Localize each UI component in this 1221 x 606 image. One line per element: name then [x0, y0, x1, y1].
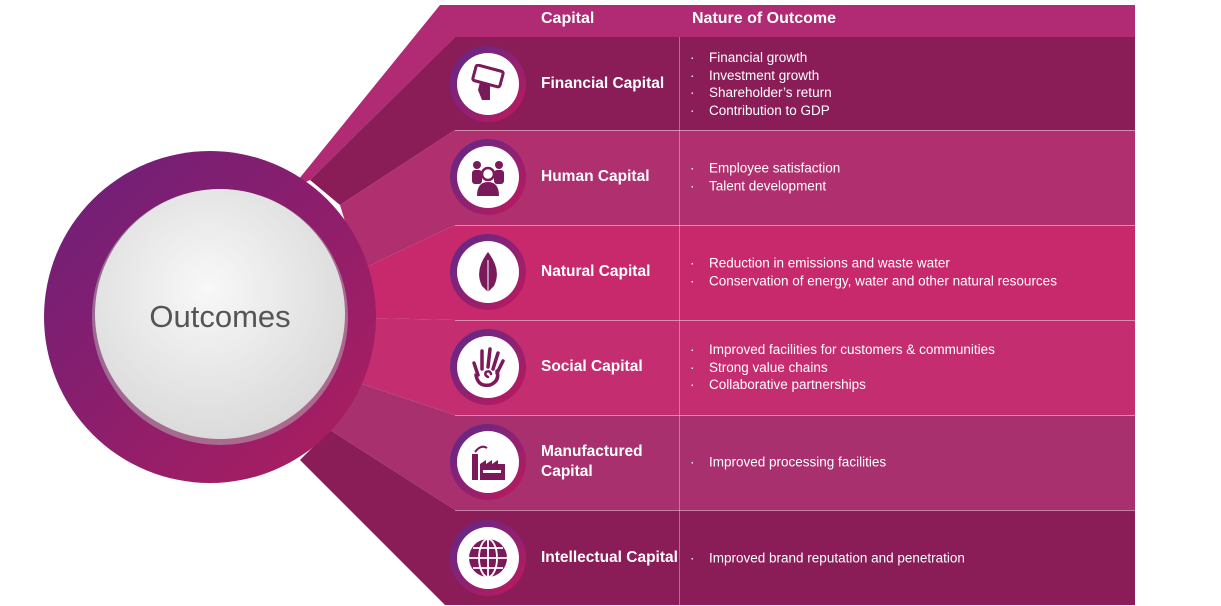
capital-name: Intellectual Capital — [541, 548, 678, 566]
column-divider — [679, 37, 680, 605]
row-divider — [455, 130, 1135, 131]
outcome-list: Improved brand reputation and penetratio… — [690, 549, 965, 567]
row-financial: Financial Capital Financial growth Inves… — [440, 37, 1135, 131]
capital-name: Human Capital — [541, 168, 650, 185]
outcome-item: Strong value chains — [690, 358, 995, 376]
header-capital: Capital — [541, 10, 595, 27]
outcome-item: Improved brand reputation and penetratio… — [690, 549, 965, 567]
outcome-item: Collaborative partnerships — [690, 376, 995, 394]
outcome-item: Improved processing facilities — [690, 453, 886, 471]
row-natural: Natural Capital Reduction in emissions a… — [440, 225, 1135, 319]
capital-name: Manufactured Capital — [541, 443, 643, 480]
row-bg-human — [340, 130, 1135, 270]
row-divider — [455, 225, 1135, 226]
header-outcome: Nature of Outcome — [692, 10, 837, 27]
people-group-icon — [450, 139, 526, 215]
header-band — [290, 5, 1135, 190]
outcome-list: Improved facilities for customers & comm… — [690, 341, 995, 394]
center-label: Outcomes — [149, 299, 291, 334]
row-bg-manufactured — [330, 380, 1135, 510]
credit-card-icon — [450, 46, 526, 122]
outcome-item: Improved facilities for customers & comm… — [690, 341, 995, 359]
row-manufactured: Manufactured Capital Improved processing… — [440, 415, 1135, 509]
leaf-icon — [450, 234, 526, 310]
outcome-item: Employee satisfaction — [690, 160, 840, 178]
outcome-list: Improved processing facilities — [690, 453, 886, 471]
outcome-item: Contribution to GDP — [690, 102, 832, 120]
row-divider — [455, 415, 1135, 416]
factory-icon — [450, 424, 526, 500]
row-intellectual: Intellectual Capital Improved brand repu… — [440, 510, 1135, 605]
outcome-item: Talent development — [690, 177, 840, 195]
outcome-item: Reduction in emissions and waste water — [690, 255, 1057, 273]
capital-name: Financial Capital — [541, 75, 665, 92]
hand-spiral-icon — [450, 329, 526, 405]
outcome-item: Shareholder’s return — [690, 84, 832, 102]
capital-name: Social Capital — [541, 358, 643, 375]
outcome-list: Reduction in emissions and waste water C… — [690, 255, 1057, 290]
row-social: Social Capital Improved facilities for c… — [440, 320, 1135, 414]
row-divider — [455, 510, 1135, 511]
capital-name: Natural Capital — [541, 263, 651, 280]
outcome-item: Investment growth — [690, 67, 832, 85]
outcome-list: Financial growth Investment growth Share… — [690, 49, 832, 119]
row-human: Human Capital Employee satisfaction Tale… — [440, 130, 1135, 224]
outcome-item: Financial growth — [690, 49, 832, 67]
outcome-list: Employee satisfaction Talent development — [690, 160, 840, 195]
row-divider — [455, 320, 1135, 321]
outcome-item: Conservation of energy, water and other … — [690, 272, 1057, 290]
globe-icon — [450, 519, 526, 596]
center-disk — [95, 189, 345, 439]
